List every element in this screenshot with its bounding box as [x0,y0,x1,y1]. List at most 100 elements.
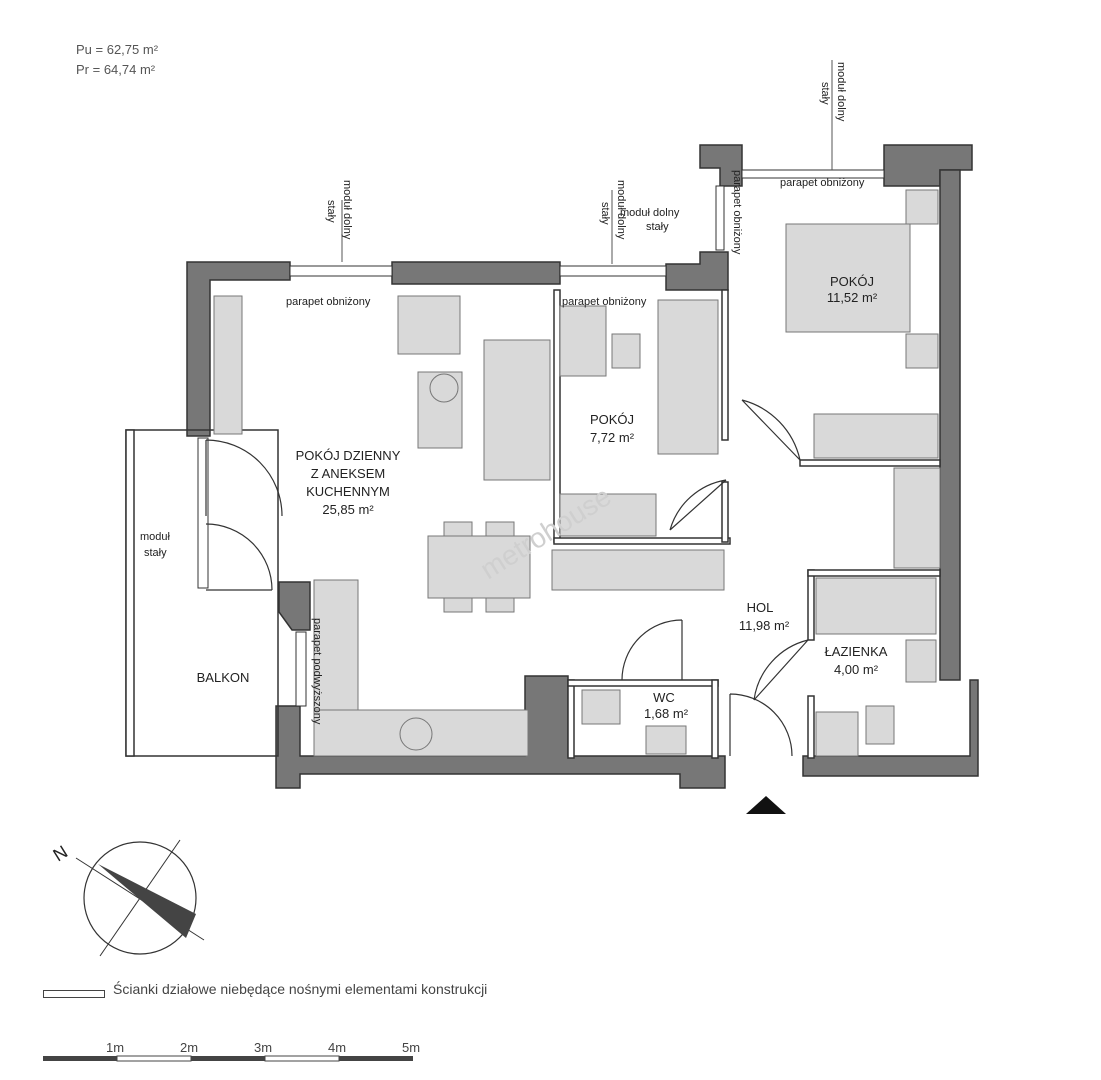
doors [205,399,809,757]
parapet-note-notch: parapet obniżony [731,170,743,255]
door-entrance [729,693,793,757]
nightstand [905,333,939,369]
coffee-table [417,371,463,449]
wall-column [278,581,311,631]
balcony-module-note-2: stały [144,547,167,559]
compass: N [50,839,205,957]
balcony-module-note-1: moduł [140,531,171,543]
dining-chair [485,597,515,613]
partition-bath-top [807,569,941,577]
small-room-area: 7,72 m² [590,430,635,445]
window-living [289,265,393,277]
balcony-name: BALKON [197,670,250,685]
partition-bath-left-low [807,695,815,759]
module-note-living-2: stały [325,200,337,223]
wc-toilet [581,689,621,725]
module-note-notch-2: stały [646,221,669,233]
wall-bottom-right [802,679,979,777]
desk [559,305,607,377]
total-area: Pr = 64,74 m² [76,62,155,77]
double-bed [785,223,911,333]
legend-text: Ścianki działowe niebędące nośnymi eleme… [113,981,488,997]
wardrobe-small-room [559,493,657,537]
wall-top-right [665,251,729,291]
module-note-upper-2: stały [819,82,831,105]
partition-small-room-left [553,289,561,543]
balcony-rail-left [125,429,135,757]
bathroom-area: 4,00 m² [834,662,879,677]
window-balcony-door [197,437,209,589]
small-room-name: POKÓJ [590,412,634,427]
module-note-notch-1: moduł dolny [620,207,680,219]
compass-needle [98,864,196,938]
bath-sink [905,639,937,683]
wall-left-top [186,261,291,437]
door-balcony-1 [205,439,283,517]
technical-notes: parapet obniżony parapet obniżony parape… [140,62,865,725]
bath-toilet [865,705,895,745]
module-note-small-room-2: stały [599,202,611,225]
usable-area: Pu = 62,75 m² [76,42,158,57]
module-note-living-1: moduł dolny [341,180,353,240]
scale-label-3m: 3m [254,1040,273,1055]
partition-small-room-right [721,289,729,441]
legend-partition-swatch [43,990,105,998]
wc-sink [645,725,687,755]
bed-small [657,299,719,455]
partition-wc-right [711,679,719,759]
kitchen-counter [313,709,529,757]
usable-area-value: 62,75 m² [106,42,159,57]
dining-chair [485,521,515,537]
entrance-arrow [746,796,786,814]
door-bath [753,639,809,701]
kitchen-hob [399,717,433,751]
window-notch [715,185,725,251]
dining-chair [443,521,473,537]
door-big-room [741,399,801,461]
total-area-value: 64,74 m² [103,62,156,77]
sofa [483,339,551,481]
desk-chair [611,333,641,369]
module-lines [341,60,833,264]
big-room-area: 11,52 m² [827,290,878,305]
partition-small-room-bottom [553,537,731,545]
living-room-area: 25,85 m² [322,502,374,517]
furniture [213,189,941,757]
partition-bath-left [807,569,815,641]
parapet-note-small-room: parapet obniżony [562,296,647,308]
tv-cabinet [213,295,243,435]
scale-segment [339,1056,413,1061]
bathtub [815,577,937,635]
dining-chair [443,597,473,613]
usable-area-label: Pu = [76,42,107,57]
scale-segment [191,1056,265,1061]
dining-table [427,535,531,599]
partition-wc-top [567,679,719,687]
stove-burner [429,373,459,403]
partition-wc-left [567,679,575,759]
scale-bar [43,1055,413,1062]
window-balcony-low [295,631,307,707]
parapet-note-living: parapet obniżony [286,296,371,308]
door-balcony-2 [205,523,273,591]
living-room-name-1: POKÓJ DZIENNY [296,448,401,463]
room-labels: POKÓJ DZIENNY Z ANEKSEM KUCHENNYM 25,85 … [197,274,888,721]
window-upper [741,169,885,179]
windows [197,169,885,707]
wardrobe-hall-right [893,467,941,569]
scale-label-5m: 5m [402,1040,421,1055]
wc-name: WC [653,690,675,705]
armchair [397,295,461,355]
big-room-name: POKÓJ [830,274,874,289]
kitchen-counter-side [313,579,359,711]
washing-machine [815,711,859,757]
door-wc [621,619,683,681]
partition-big-room-bottom [799,459,941,467]
structural-walls [186,144,979,789]
parapet-raised-note: parapet podwyższony [311,618,323,725]
scale-label-4m: 4m [328,1040,347,1055]
living-room-name-2: Z ANEKSEM [311,466,385,481]
partition-walls [125,289,941,759]
wall-top-middle [391,261,561,285]
